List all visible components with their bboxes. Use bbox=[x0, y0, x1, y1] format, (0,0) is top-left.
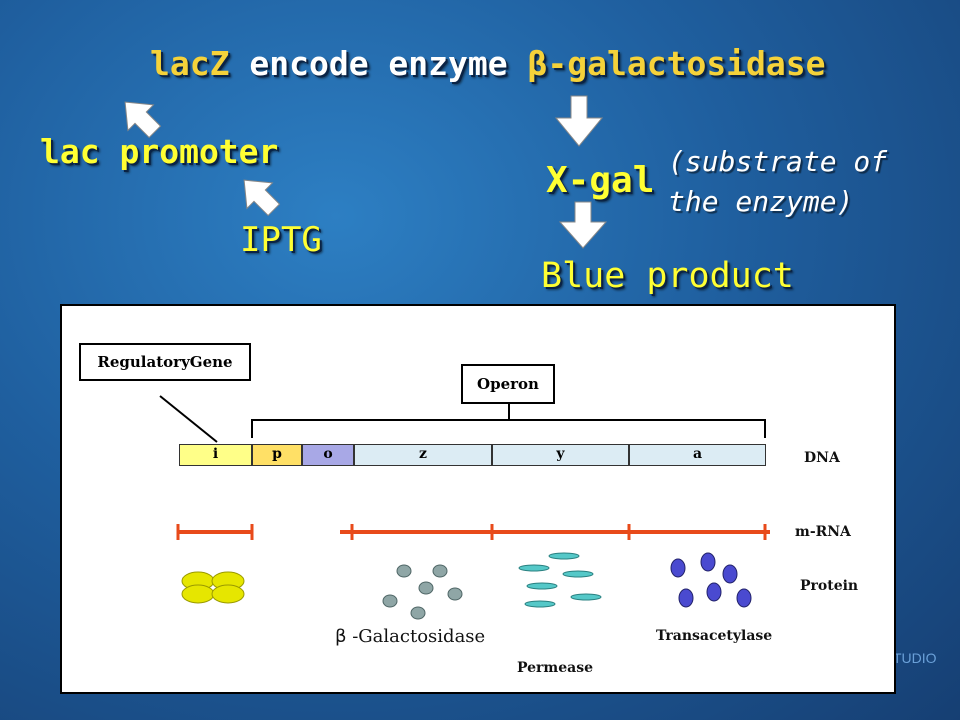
substrate-note-line2: the enzyme) bbox=[668, 185, 854, 218]
galactosidase-beta-symbol: β bbox=[335, 626, 347, 647]
arrow-iptg-to-promoter bbox=[243, 179, 281, 217]
regulatory-gene-label: RegulatoryGene bbox=[97, 353, 233, 371]
arrow-enzyme-to-xgal bbox=[554, 95, 604, 147]
arrow-promoter-to-lacz bbox=[124, 101, 162, 139]
dna-segment-a: a bbox=[629, 444, 766, 466]
dna-segment-p: p bbox=[252, 444, 302, 466]
mrna-row-label: m-RNA bbox=[795, 524, 851, 540]
transacetylase-protein bbox=[670, 552, 752, 608]
permease-protein bbox=[518, 552, 602, 608]
dna-segment-z: z bbox=[354, 444, 492, 466]
dna-segment-i: i bbox=[179, 444, 252, 466]
arrow-xgal-to-blue bbox=[558, 201, 608, 249]
blue-product-label: Blue product bbox=[541, 256, 794, 296]
protein-row-label: Protein bbox=[800, 578, 859, 594]
dna-segment-p-label: p bbox=[272, 446, 282, 462]
regulatory-gene-box: RegulatoryGene bbox=[79, 343, 251, 381]
title-middle: encode enzyme bbox=[229, 44, 528, 83]
galactosidase-name: -Galactosidase bbox=[346, 626, 486, 647]
operon-label: Operon bbox=[477, 375, 539, 393]
title-gene: lacZ bbox=[150, 44, 230, 83]
title-enzyme: -galactosidase bbox=[547, 44, 826, 83]
dna-segment-z-label: z bbox=[419, 446, 427, 462]
substrate-note: (substrate of the enzyme) bbox=[668, 142, 887, 222]
dna-segment-o: o bbox=[302, 444, 354, 466]
slide-arrows bbox=[124, 95, 608, 249]
diagram-graphics bbox=[159, 395, 770, 620]
dna-segment-y-label: y bbox=[556, 446, 565, 462]
galactosidase-label: β -Galactosidase bbox=[335, 626, 485, 647]
galactosidase-protein bbox=[382, 564, 463, 620]
permease-label: Permease bbox=[517, 660, 594, 676]
operon-diagram-panel: RegulatoryGene Operon bbox=[60, 304, 896, 694]
dna-row-label: DNA bbox=[804, 450, 840, 466]
regulatory-gene-pointer bbox=[159, 395, 218, 443]
iptg-label: IPTG bbox=[240, 220, 322, 260]
dna-segment-y: y bbox=[492, 444, 629, 466]
transacetylase-label: Transacetylase bbox=[656, 628, 773, 644]
operon-box: Operon bbox=[461, 364, 555, 404]
xgal-label: X-gal bbox=[546, 160, 655, 201]
title-beta: β bbox=[527, 44, 548, 83]
slide-title: lacZ encode enzyme β-galactosidase bbox=[150, 44, 826, 83]
dna-segment-o-label: o bbox=[323, 446, 333, 462]
substrate-note-line1: (substrate of bbox=[668, 145, 888, 178]
repressor-protein bbox=[181, 571, 245, 604]
mrna-operon bbox=[340, 524, 770, 540]
dna-segment-i-label: i bbox=[212, 446, 219, 462]
lac-promoter-label: lac promoter bbox=[40, 132, 279, 171]
dna-segment-a-label: a bbox=[692, 446, 703, 462]
watermark-text: TUDIO bbox=[893, 650, 937, 666]
operon-bracket bbox=[251, 419, 766, 438]
mrna-regulatory bbox=[176, 524, 254, 540]
